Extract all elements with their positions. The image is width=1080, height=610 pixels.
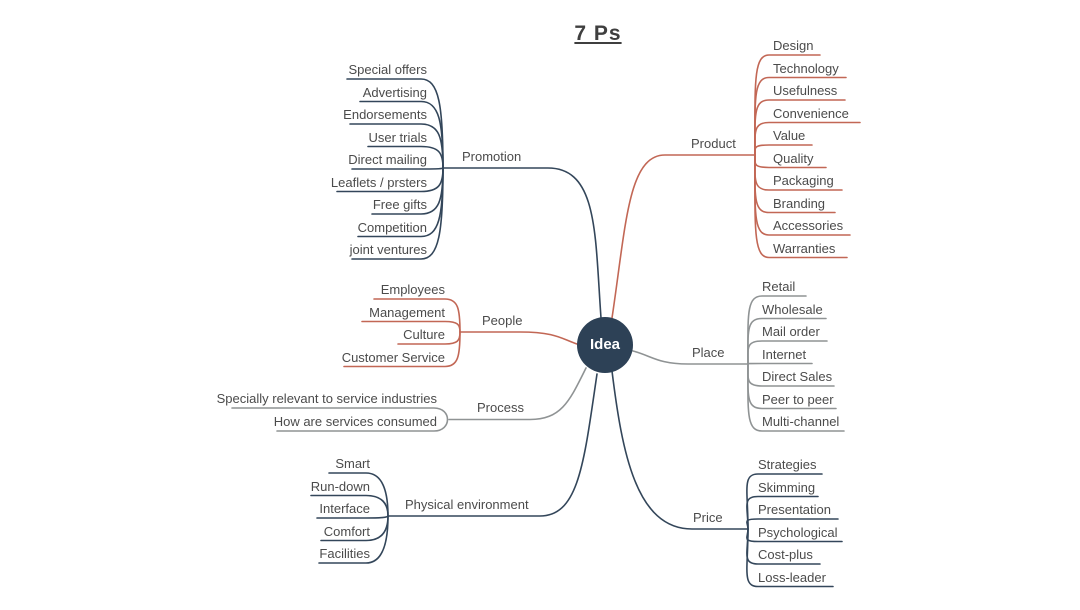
branch-label-promotion[interactable]: Promotion <box>462 149 522 164</box>
child-node[interactable]: Quality <box>773 150 814 166</box>
child-node[interactable]: Culture <box>403 327 445 342</box>
child-node[interactable]: Customer Service <box>341 349 445 365</box>
child-node[interactable]: Special offers <box>348 62 427 77</box>
child-node[interactable]: Presentation <box>758 502 831 517</box>
child-underline <box>351 167 444 170</box>
child-underline <box>747 340 828 365</box>
branch-label-physical-environment[interactable]: Physical environment <box>405 497 529 512</box>
child-node[interactable]: Peer to peer <box>762 391 834 407</box>
child-node[interactable]: Technology <box>773 60 839 76</box>
child-underline <box>310 494 389 517</box>
child-node[interactable]: Endorsements <box>343 107 427 122</box>
child-node[interactable]: Comfort <box>323 523 370 539</box>
child-underline <box>361 320 461 333</box>
branch-label-place[interactable]: Place <box>692 345 725 360</box>
child-underline <box>343 331 461 368</box>
price-branch-lines <box>611 370 843 588</box>
child-node[interactable]: Advertising <box>362 84 427 100</box>
branch-connector <box>611 154 756 319</box>
child-node[interactable]: Smart <box>335 456 370 471</box>
child-node[interactable]: Retail <box>762 279 796 294</box>
child-node[interactable]: Loss-leader <box>758 569 826 585</box>
center-node-label[interactable]: Idea <box>589 336 620 353</box>
child-node[interactable]: Facilities <box>319 546 370 561</box>
child-node[interactable]: Mail order <box>762 324 820 339</box>
child-node[interactable]: Warranties <box>773 240 836 256</box>
child-node[interactable]: Psychological <box>758 524 838 540</box>
branch-connector <box>632 350 749 365</box>
child-underline <box>351 167 444 260</box>
child-node[interactable]: Strategies <box>758 457 817 472</box>
branch-connector <box>459 331 578 345</box>
people-branch-lines <box>343 298 578 368</box>
branch-label-price[interactable]: Price <box>693 510 723 525</box>
child-node[interactable]: Cost-plus <box>758 547 813 562</box>
child-underline <box>747 363 845 432</box>
child-node[interactable]: Run-down <box>310 478 370 494</box>
child-node[interactable]: Skimming <box>758 479 816 495</box>
child-node[interactable]: Competition <box>357 219 427 235</box>
child-underline <box>328 472 389 517</box>
place-branch-lines <box>632 295 845 432</box>
child-underline <box>746 518 839 530</box>
product-branch-lines <box>611 54 861 319</box>
promotion-branch-lines <box>336 78 602 319</box>
child-node[interactable]: Leaflets / prsters <box>330 174 427 190</box>
branch-connector <box>387 373 598 517</box>
child-node[interactable]: How are services consumed <box>273 414 437 429</box>
child-node[interactable]: Design <box>773 38 814 53</box>
branch-label-people[interactable]: People <box>482 313 523 328</box>
child-underline <box>747 362 813 365</box>
child-underline <box>754 154 848 259</box>
child-node[interactable]: Multi-channel <box>762 414 840 429</box>
child-node[interactable]: Internet <box>762 346 807 362</box>
child-underline <box>318 515 389 564</box>
child-node[interactable]: Direct mailing <box>348 152 427 167</box>
child-underline <box>746 495 819 530</box>
branch-label-product[interactable]: Product <box>691 136 736 151</box>
child-underline <box>754 144 813 156</box>
child-node[interactable]: Direct Sales <box>762 369 833 384</box>
child-node[interactable]: Employees <box>380 282 445 297</box>
child-node[interactable]: joint ventures <box>349 242 427 257</box>
child-node[interactable]: Branding <box>773 195 826 211</box>
process-branch-lines <box>231 367 587 432</box>
child-node[interactable]: Accessories <box>773 218 844 233</box>
child-node[interactable]: Value <box>773 128 806 143</box>
branch-label-process[interactable]: Process <box>477 400 524 415</box>
child-node[interactable]: Usefulness <box>773 83 838 98</box>
branch-connector <box>448 367 587 421</box>
center-node-circle[interactable] <box>577 317 633 373</box>
branch-connector <box>611 370 749 530</box>
child-node[interactable]: Specially relevant to service industries <box>216 391 437 406</box>
child-bracket <box>231 407 449 432</box>
child-node[interactable]: Free gifts <box>372 197 427 212</box>
child-underline <box>373 298 461 333</box>
child-node[interactable]: Wholesale <box>762 301 823 317</box>
child-node[interactable]: Packaging <box>773 173 834 188</box>
child-node[interactable]: Convenience <box>773 105 849 121</box>
child-underline <box>746 528 834 588</box>
child-node[interactable]: User trials <box>368 129 427 145</box>
child-underline <box>367 145 444 169</box>
child-node[interactable]: Management <box>369 304 445 320</box>
page-title: 7 Ps <box>574 22 622 45</box>
physical-environment-branch-lines <box>310 373 598 564</box>
child-node[interactable]: Interface <box>319 501 370 516</box>
branch-connector <box>442 167 602 319</box>
